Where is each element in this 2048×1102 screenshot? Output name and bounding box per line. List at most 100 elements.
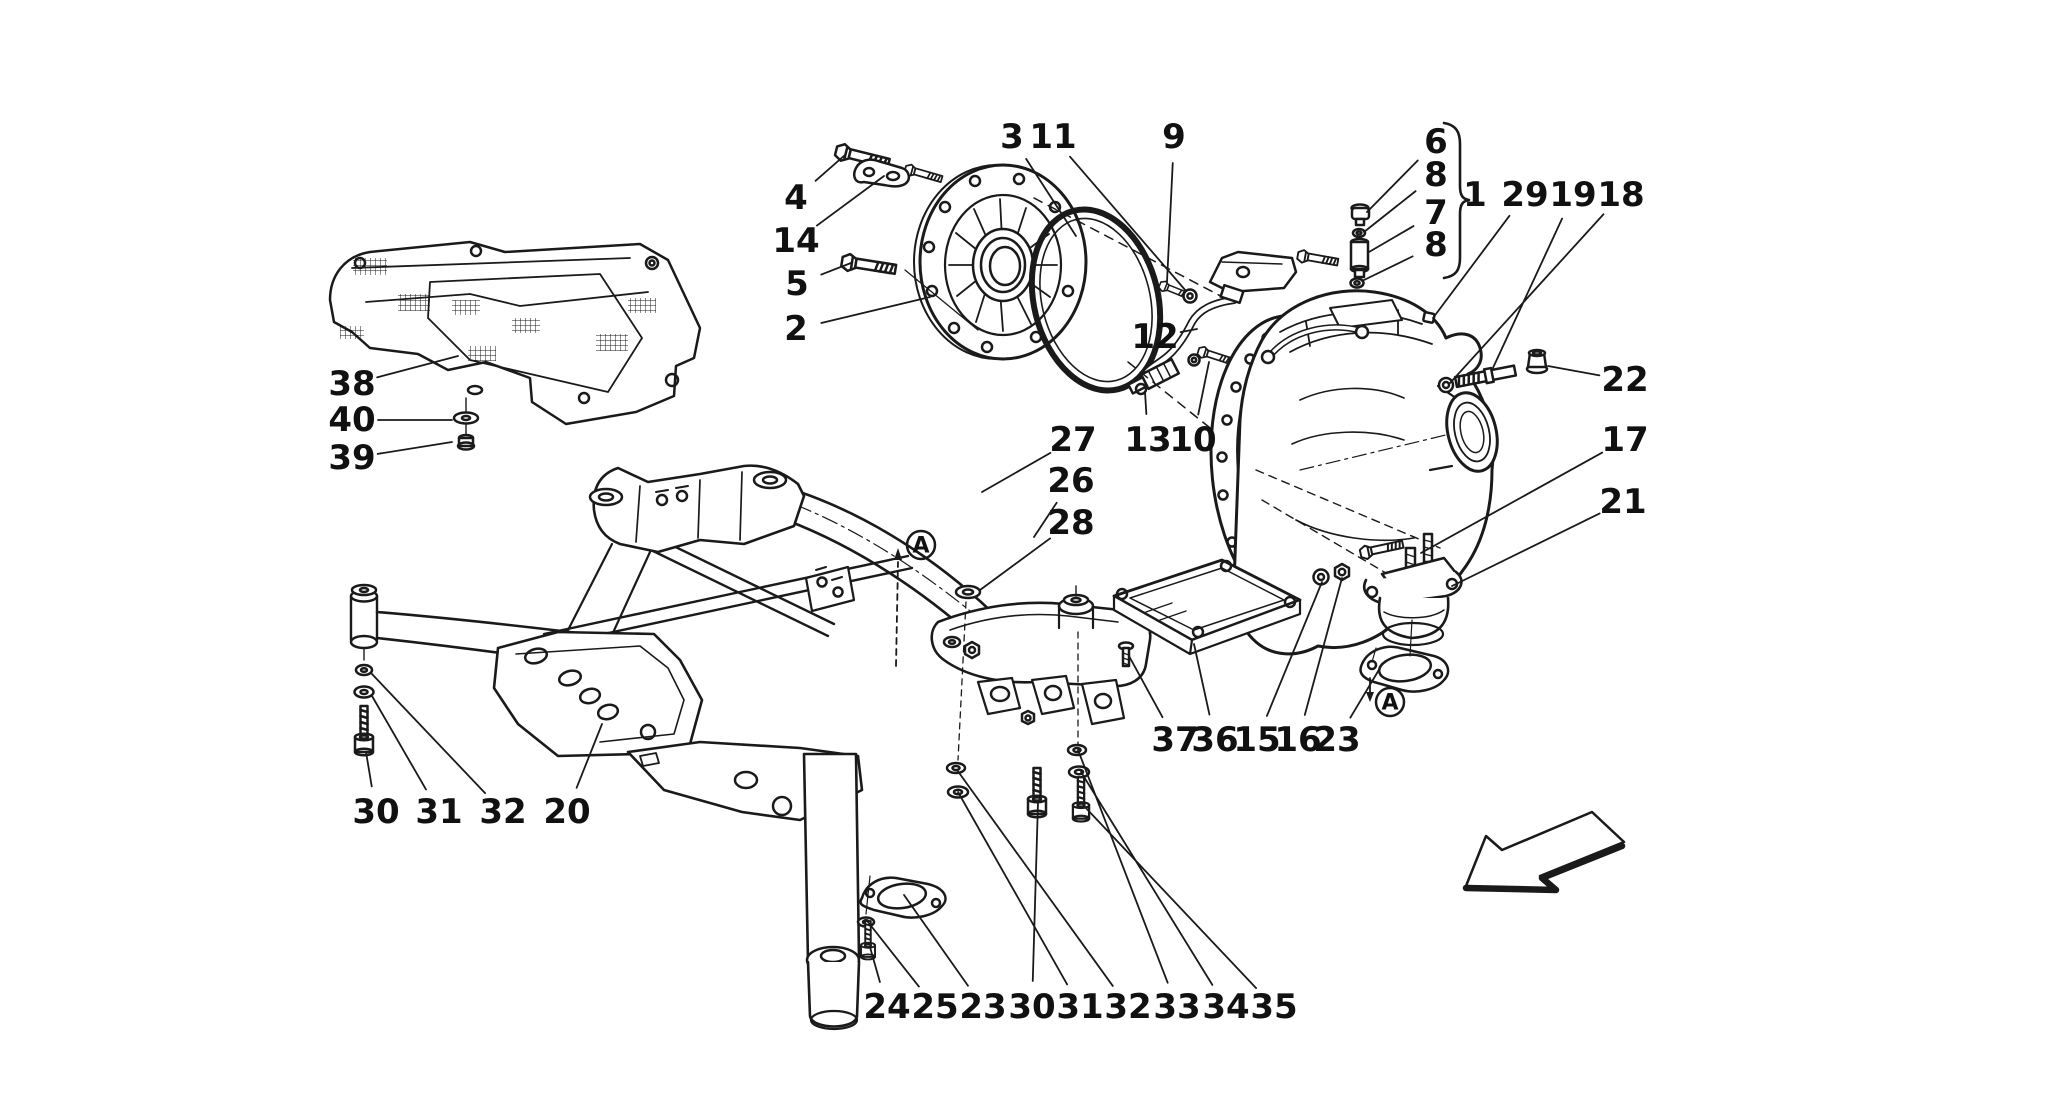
callout-38: 38 (328, 364, 375, 404)
leader-line-30 (1031, 801, 1039, 982)
leader-line-5 (820, 262, 852, 276)
shield-washer (452, 411, 480, 425)
leader-line-2 (820, 296, 931, 324)
circled-letter: A (912, 534, 929, 559)
callout-13: 13 (1124, 420, 1171, 460)
bolt-30-left (353, 704, 375, 757)
tower-bolts (655, 485, 689, 507)
leader-line-19 (1491, 217, 1563, 371)
callout-36: 36 (1191, 720, 1238, 760)
callout-1: 1 (1463, 175, 1487, 215)
washer-28 (954, 584, 982, 600)
circled-letter: A (1381, 691, 1398, 716)
callout-16: 16 (1274, 720, 1321, 760)
circled-letter-ring (1374, 686, 1406, 718)
leader-line-29 (1432, 214, 1511, 319)
leader-line-16 (1303, 577, 1343, 716)
bracket-14 (853, 158, 911, 188)
callout-31: 31 (1056, 987, 1103, 1027)
callout-4: 4 (784, 178, 808, 218)
callout-29: 29 (1501, 175, 1548, 215)
callout-35: 35 (1250, 987, 1297, 1027)
callout-2: 2 (784, 309, 808, 349)
callout-20: 20 (543, 792, 590, 832)
callout-27: 27 (1049, 420, 1096, 460)
callout-22: 22 (1601, 360, 1648, 400)
leader-line-20 (575, 723, 603, 789)
callout-14: 14 (772, 221, 819, 261)
callout-7: 7 (1424, 193, 1448, 233)
callout-12: 12 (1131, 317, 1178, 357)
sensor-o-ring (1134, 382, 1148, 396)
view-arrow-up (894, 548, 902, 560)
callout-37: 37 (1151, 720, 1198, 760)
callout-10: 10 (1169, 420, 1216, 460)
leader-line-10 (1197, 361, 1210, 416)
leader-line-39 (376, 441, 453, 455)
differential-housing (1209, 289, 1549, 656)
leader-line-31 (957, 791, 1069, 986)
callout-32: 32 (479, 792, 526, 832)
callout-23: 23 (1313, 720, 1360, 760)
leader-line-34 (1080, 771, 1214, 986)
leader-line-8 (1363, 190, 1417, 233)
o-ring-seal (1028, 206, 1164, 394)
nut-29 (1422, 311, 1436, 324)
differential-cover-plate (913, 163, 1088, 361)
callout-5: 5 (785, 264, 809, 304)
leader-line-6 (1366, 159, 1419, 213)
callout-19: 19 (1549, 175, 1596, 215)
stack-C (1066, 743, 1091, 823)
nut-16 (1333, 562, 1351, 582)
leader-line-25 (867, 921, 920, 988)
shield-grommet (456, 433, 476, 451)
circled-letter-ring (905, 529, 937, 561)
leader-line-7 (1368, 225, 1415, 253)
callout-25: 25 (911, 987, 958, 1027)
leader-line-18 (1449, 213, 1605, 384)
leader-line-37 (1128, 655, 1164, 719)
beam-nut (1020, 709, 1036, 726)
callout-31: 31 (415, 792, 462, 832)
callout-21: 21 (1599, 482, 1646, 522)
leader-line-30 (365, 751, 373, 788)
callout-17: 17 (1601, 420, 1648, 460)
gearbox-ecu (1112, 558, 1351, 668)
washer-ring (1437, 376, 1455, 394)
callout-11: 11 (1029, 117, 1076, 157)
callout-6: 6 (1424, 122, 1448, 162)
breather-valve-parts (1347, 203, 1371, 329)
callout-26: 26 (1047, 461, 1094, 501)
leader-line-14 (816, 175, 885, 227)
leader-line-22 (1547, 365, 1601, 377)
leader-line-23 (903, 894, 969, 987)
leader-line-12 (1179, 328, 1198, 334)
leader-line-27 (981, 451, 1052, 493)
flange-nut-18 (1525, 348, 1549, 375)
callout-34: 34 (1202, 987, 1249, 1027)
gasket-23-bottom (859, 875, 947, 919)
callout-18: 18 (1597, 175, 1644, 215)
callout-8: 8 (1424, 225, 1448, 265)
view-arrow-down (1366, 692, 1374, 702)
group-brace-1 (1442, 121, 1471, 280)
subframe-bushing-left (349, 583, 379, 661)
callout-30: 30 (1008, 987, 1055, 1027)
callout-15: 15 (1233, 720, 1280, 760)
leader-line-23 (1349, 667, 1381, 719)
leader-line-21 (1451, 512, 1601, 587)
callout-39: 39 (328, 438, 375, 478)
bolt-5 (839, 251, 898, 280)
leader-line-38 (376, 355, 459, 379)
washer-11 (1182, 288, 1198, 304)
leader-line-11 (1069, 155, 1187, 292)
direction-arrow (1462, 810, 1626, 894)
leader-line-8 (1361, 255, 1414, 282)
leader-line-26 (1033, 501, 1058, 538)
ecu-bolt-37 (1117, 641, 1135, 668)
leader-line-35 (1083, 805, 1258, 990)
callout-33: 33 (1153, 987, 1200, 1027)
leader-line-32 (956, 769, 1114, 987)
